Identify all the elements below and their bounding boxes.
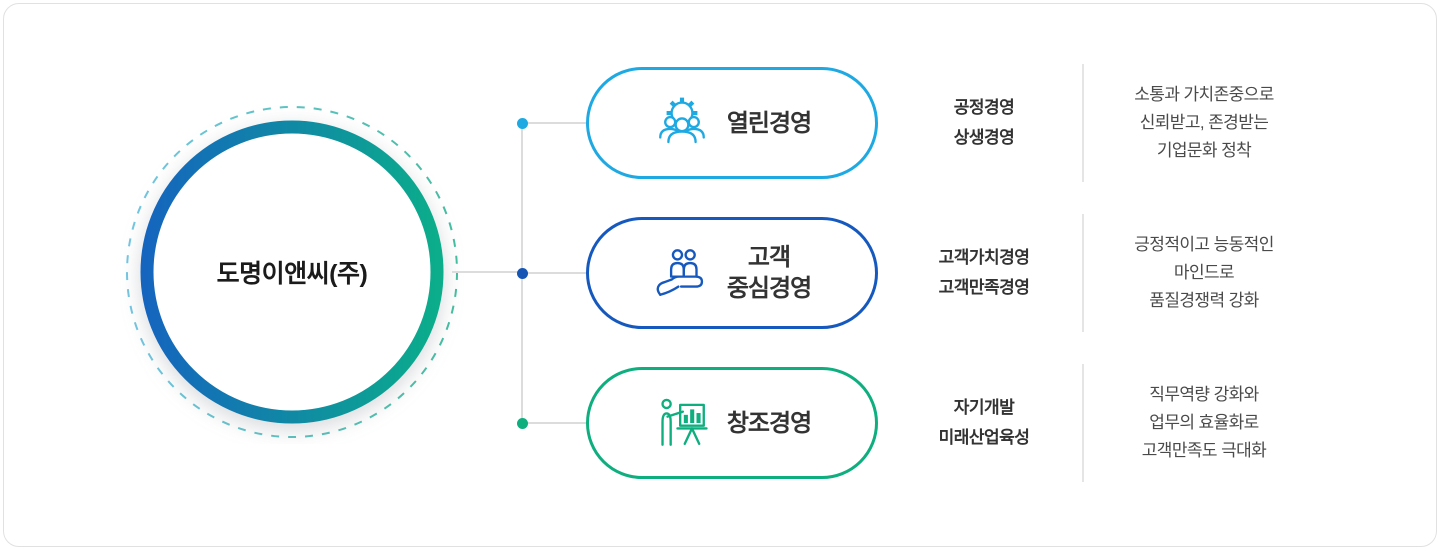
gear-team-icon [653,94,711,152]
node-dot-customer [517,268,528,279]
pill-title: 고객 중심경영 [726,244,812,302]
description-customer: 긍정적이고 능동적인 마인드로 품질경쟁력 강화 [1134,235,1274,310]
presenter-chart-icon [653,394,711,452]
gradient-ring [140,120,444,424]
keywords-customer: 고객가치경영 고객만족경영 [938,248,1030,297]
connector-stub-customer [522,272,586,274]
company-circle: 도명이앤씨(주) [120,100,464,444]
keywords-creative: 자기개발 미래산업육성 [938,398,1030,447]
divider-open [1082,64,1084,182]
description-creative: 직무역량 강화와 업무의 효율화로 고객만족도 극대화 [1141,385,1267,460]
pill-open-management: 열린경영 [586,67,878,179]
pill-creative-management: 창조경영 [586,367,878,479]
company-name: 도명이앤씨(주) [216,260,368,288]
node-dot-creative [517,418,528,429]
connector-stub-creative [522,422,586,424]
connector-main [452,271,522,273]
keywords-open: 공정경영 상생경영 [953,98,1015,147]
pill-customer-management: 고객 중심경영 [586,217,878,329]
pill-title: 창조경영 [726,409,812,437]
divider-customer [1082,214,1084,332]
description-open: 소통과 가치존중으로 신뢰받고, 존경받는 기업문화 정착 [1134,85,1274,160]
node-dot-open [517,118,528,129]
connector-stub-open [522,122,586,124]
pill-title: 열린경영 [726,109,812,137]
hand-people-icon [653,244,711,302]
divider-creative [1082,364,1084,482]
